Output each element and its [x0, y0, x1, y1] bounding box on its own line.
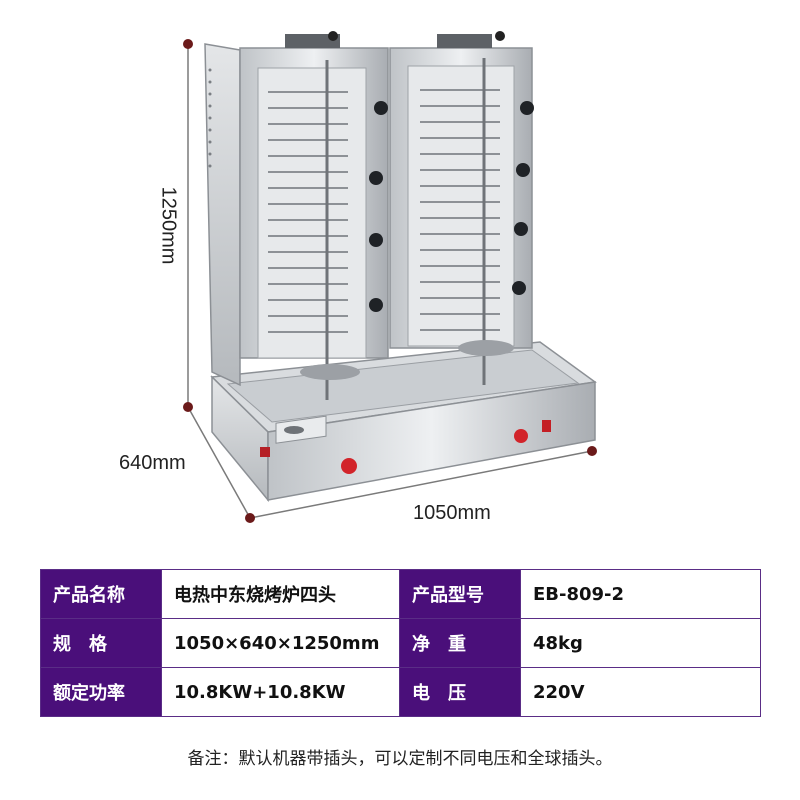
- width-dimension: 1050mm: [413, 502, 491, 524]
- dimension-markers: [183, 39, 597, 523]
- product-name-value: 电热中东烧烤炉四头: [161, 569, 400, 619]
- power-value: 10.8KW+10.8KW: [161, 667, 400, 717]
- control-knobs: [369, 101, 534, 312]
- left-cabinet: [204, 43, 389, 387]
- height-dimension: 1250mm: [157, 186, 180, 265]
- voltage-label: 电 压: [399, 667, 521, 717]
- footnote: 备注：默认机器带插头，可以定制不同电压和全球插头。: [187, 749, 613, 769]
- size-label: 规 格: [40, 618, 162, 668]
- weight-label: 净 重: [399, 618, 521, 668]
- power-label: 额定功率: [40, 667, 162, 717]
- vent-holes: [208, 68, 212, 168]
- grill-base: [210, 341, 597, 503]
- size-value: 1050×640×1250mm: [161, 618, 400, 668]
- top-motors: [285, 31, 505, 48]
- voltage-value: 220V: [520, 667, 761, 717]
- weight-value: 48kg: [520, 618, 761, 668]
- skewers: [325, 58, 486, 400]
- model-value: EB-809-2: [520, 569, 761, 619]
- spec-row-power-voltage: 额定功率 10.8KW+10.8KW 电 压 220V: [40, 667, 761, 717]
- depth-dimension: 640mm: [119, 452, 186, 474]
- right-cabinet: [389, 47, 533, 349]
- spec-row-size-weight: 规 格 1050×640×1250mm 净 重 48kg: [40, 618, 761, 668]
- product-name-label: 产品名称: [40, 569, 162, 619]
- spec-row-name-model: 产品名称 电热中东烧烤炉四头 产品型号 EB-809-2: [40, 569, 761, 619]
- spec-table: 产品名称 电热中东烧烤炉四头 产品型号 EB-809-2 规 格 1050×64…: [40, 569, 761, 717]
- model-label: 产品型号: [399, 569, 521, 619]
- heating-coils: [268, 89, 500, 333]
- product-illustration: [183, 31, 597, 523]
- dimension-lines: [187, 44, 593, 519]
- skewer-bases: [300, 340, 514, 380]
